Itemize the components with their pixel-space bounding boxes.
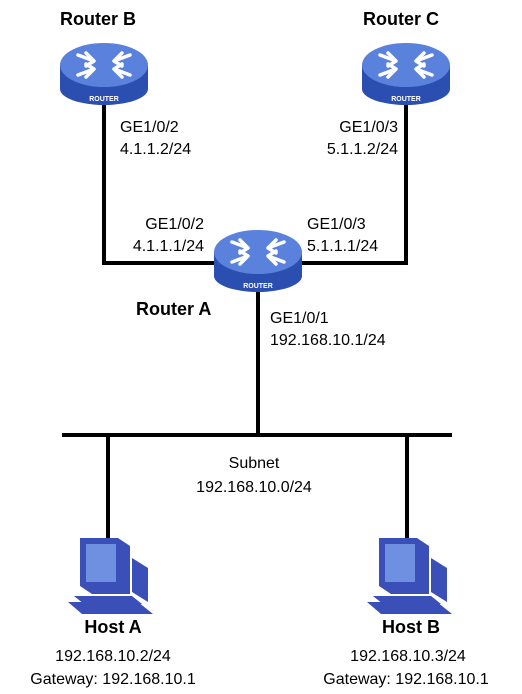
host-b-ip: 192.168.10.3/24 [350, 648, 466, 665]
router-b-interface: GE1/0/2 [120, 119, 179, 136]
router-c-ip: 5.1.1.2/24 [326, 141, 398, 158]
link-router-c-to-router-a [300, 105, 408, 265]
router-a-if-to-b-ip: 4.1.1.1/24 [132, 238, 204, 255]
link-router-b-to-router-a [102, 105, 215, 265]
router-b-name: Router B [60, 9, 136, 29]
router-c-badge: ROUTER [391, 96, 421, 103]
host-a-name: Host A [84, 617, 142, 637]
router-a-if-to-c-name: GE1/0/3 [307, 216, 366, 233]
host-b-icon [367, 538, 452, 614]
host-b-gateway: Gateway: 192.168.10.1 [323, 671, 489, 688]
router-a-if-to-b-name: GE1/0/2 [145, 216, 204, 233]
router-c-name: Router C [363, 9, 439, 29]
router-b-icon: ROUTER [58, 41, 150, 107]
link-lines [62, 105, 452, 545]
router-a-badge: ROUTER [243, 283, 273, 290]
host-a-ip: 192.168.10.2/24 [55, 648, 171, 665]
host-a-icon [68, 538, 153, 614]
host-a-gateway: Gateway: 192.168.10.1 [30, 671, 196, 688]
router-a-icon: ROUTER [212, 228, 304, 294]
subnet-network: 192.168.10.0/24 [196, 479, 312, 496]
router-a-if-to-lan-ip: 192.168.10.1/24 [270, 332, 386, 349]
router-b-ip: 4.1.1.2/24 [120, 141, 192, 158]
router-a-if-to-c-ip: 5.1.1.1/24 [307, 238, 379, 255]
host-b-name: Host B [382, 617, 440, 637]
router-c-icon: ROUTER [360, 41, 452, 107]
router-a-name: Router A [136, 299, 212, 319]
router-b-badge: ROUTER [89, 96, 119, 103]
router-a-if-to-lan-name: GE1/0/1 [270, 310, 329, 327]
router-c-interface: GE1/0/3 [339, 119, 398, 136]
subnet-label: Subnet [228, 455, 280, 472]
